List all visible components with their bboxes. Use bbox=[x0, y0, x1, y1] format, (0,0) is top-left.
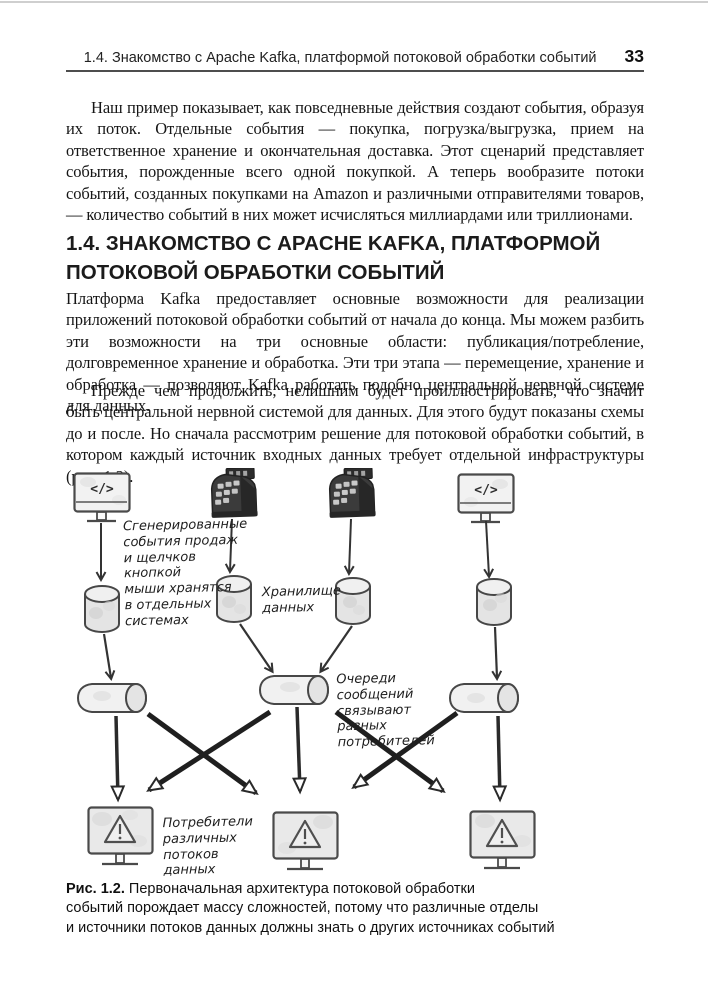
running-head: 1.4. Знакомство с Apache Kafka, платформ… bbox=[66, 46, 644, 67]
page-number: 33 bbox=[624, 46, 644, 66]
annotation-queues: Очереди сообщений связывают разных потре… bbox=[336, 671, 435, 751]
intro-paragraph: Наш пример показывает, как повседневные … bbox=[66, 98, 644, 225]
message-queue-icon bbox=[448, 683, 519, 713]
database-cylinder-icon bbox=[335, 577, 371, 625]
message-queue-icon bbox=[258, 675, 329, 705]
code-glyph: </> bbox=[474, 483, 498, 498]
monitor-warning-icon bbox=[469, 810, 536, 870]
monitor-warning-icon bbox=[272, 811, 339, 871]
cash-register-icon bbox=[210, 468, 258, 518]
arrow-device-to-db bbox=[101, 518, 489, 579]
annotation-consumers: Потребители различных потоков данных bbox=[162, 814, 254, 879]
header-rule bbox=[66, 70, 644, 72]
database-cylinder-icon bbox=[216, 575, 252, 623]
monitor-warning-icon bbox=[87, 806, 154, 866]
arrow-db-to-queue bbox=[102, 623, 497, 678]
figure-caption-label: Рис. 1.2. bbox=[66, 881, 125, 897]
message-queue-icon bbox=[76, 683, 147, 713]
paragraph-nervous-system: Прежде чем продолжить, нелишним будет пр… bbox=[66, 381, 644, 486]
section-heading: 1.4. ЗНАКОМСТВО С APACHE KAFKA, ПЛАТФОРМ… bbox=[66, 232, 601, 284]
monitor-code-icon: </> bbox=[457, 473, 515, 524]
figure-1-2-diagram: </> bbox=[0, 468, 708, 880]
annotation-sources: Сгенерированные события продаж и щелчков… bbox=[122, 516, 248, 630]
monitor-code-icon: </> bbox=[73, 472, 131, 523]
running-head-title: 1.4. Знакомство с Apache Kafka, платформ… bbox=[83, 50, 597, 66]
figure-caption-text: Первоначальная архитектура потоковой обр… bbox=[66, 881, 555, 936]
cash-register-icon bbox=[328, 468, 376, 518]
arrow-queue-to-consumer bbox=[110, 706, 508, 803]
code-glyph: </> bbox=[90, 482, 114, 497]
scan-edge-line bbox=[0, 1, 708, 3]
figure-caption: Рис. 1.2. Первоначальная архитектура пот… bbox=[66, 880, 586, 938]
database-cylinder-icon bbox=[476, 578, 512, 626]
annotation-storage: Хранилище данных bbox=[261, 583, 342, 616]
paragraph-kafka-capabilities: Платформа Kafka предоставляет основные в… bbox=[66, 289, 644, 416]
database-cylinder-icon bbox=[84, 585, 120, 633]
arrow-queue-cross bbox=[146, 709, 459, 796]
streaming-architecture-diagram: </> bbox=[73, 468, 536, 871]
